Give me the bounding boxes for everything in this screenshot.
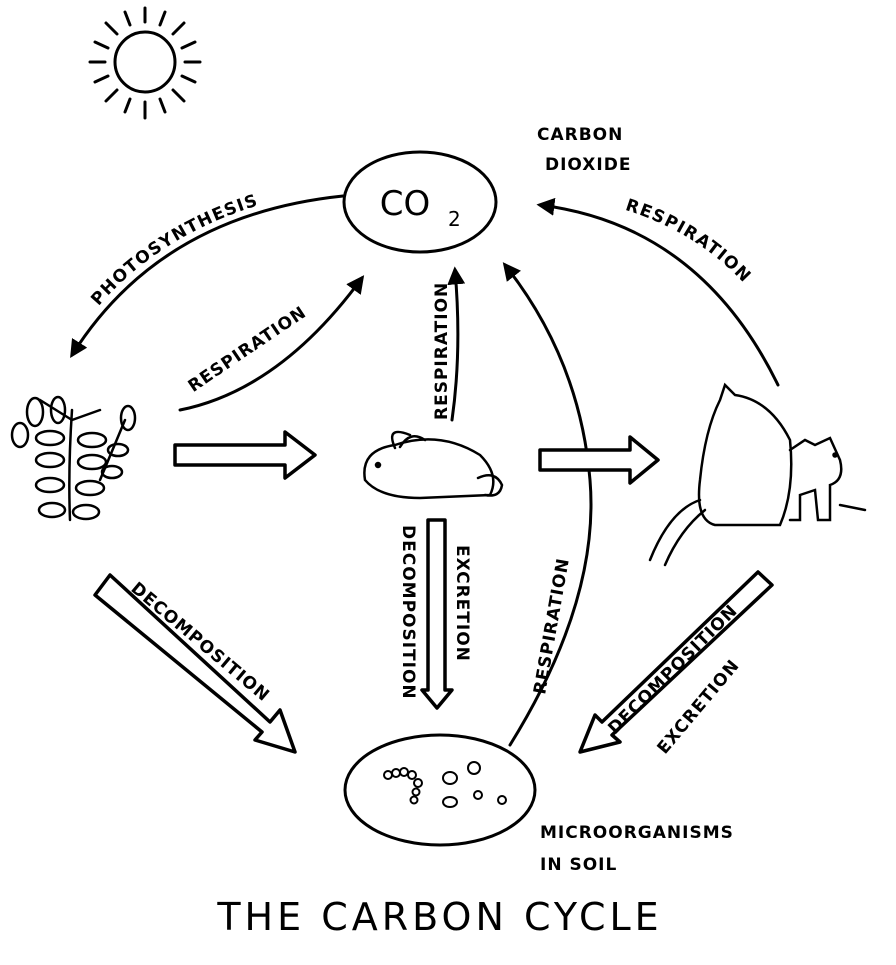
soil-ellipse: [343, 733, 537, 847]
rabbit-icon: [363, 430, 504, 500]
plant-to-rabbit-arrow: [173, 430, 317, 480]
animal-respiration-arrow: [536, 197, 780, 387]
animal-respiration-label: RESPIRATION: [623, 195, 755, 286]
soil-respiration-arrow: [502, 262, 593, 747]
co2-label-line1: CARBON: [537, 125, 623, 145]
co2-label-line2: DIOXIDE: [545, 155, 631, 175]
plant-decomposition-arrow: [93, 573, 297, 754]
co2-ellipse: [342, 150, 498, 254]
sun-icon: [88, 6, 202, 120]
plant-respiration-arrow: [178, 275, 365, 412]
soil-label-line1: MICROORGANISMS: [540, 823, 734, 843]
soil-label-line2: IN SOIL: [540, 855, 617, 875]
plant-respiration-label: RESPIRATION: [185, 303, 311, 397]
cats-icon: [648, 382, 867, 567]
microorganisms-icon: [383, 761, 507, 808]
co2-subscript: 2: [448, 207, 461, 231]
rabbit-respiration-arrow: [447, 266, 466, 422]
diagram-title: THE CARBON CYCLE: [216, 895, 662, 939]
rabbit-respiration-label: RESPIRATION: [432, 282, 452, 420]
plant-decomposition-label: DECOMPOSITION: [127, 579, 274, 707]
co2-symbol: CO: [380, 184, 431, 224]
rabbit-decomposition-arrow: [420, 518, 454, 710]
photosynthesis-arrow: [70, 194, 345, 359]
plant-icon: [10, 395, 137, 522]
rabbit-to-animals-arrow: [538, 435, 660, 485]
rabbit-excretion-label: EXCRETION: [452, 545, 472, 662]
animal-decomposition-arrow: [578, 570, 774, 754]
rabbit-decomposition-label: DECOMPOSITION: [398, 525, 418, 700]
